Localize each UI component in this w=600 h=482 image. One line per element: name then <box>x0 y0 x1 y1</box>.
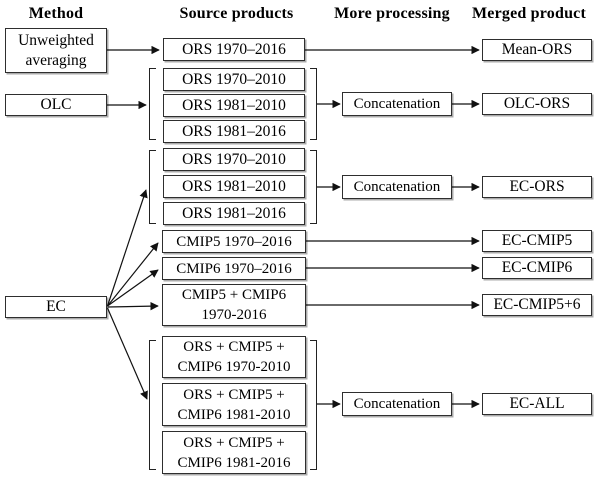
processing-box-concatenation-ec-ors: Concatenation <box>342 175 452 199</box>
method-box-ec: EC <box>5 296 107 318</box>
group-bracket-open-ec-all <box>149 340 156 470</box>
method-box-unweighted-averaging: Unweighted averaging <box>5 28 107 73</box>
arrow-ec-to-cmip6 <box>107 269 159 307</box>
merged-box-ec-ors: EC-ORS <box>482 176 592 198</box>
processing-box-concatenation-ec-all: Concatenation <box>342 392 452 416</box>
source-box-ors-cmip5-cmip6-1981-2010: ORS + CMIP5 + CMIP6 1981-2010 <box>162 383 306 426</box>
source-box-cmip5-cmip6-1970-2016: CMIP5 + CMIP6 1970-2016 <box>162 284 306 326</box>
source-box-ors-cmip5-cmip6-1970-2010: ORS + CMIP5 + CMIP6 1970-2010 <box>162 336 306 378</box>
source-box-ors-1970-2010-ec: ORS 1970–2010 <box>163 148 305 171</box>
source-box-cmip5-1970-2016: CMIP5 1970–2016 <box>162 230 306 253</box>
arrow-ec-to-ors-group <box>106 189 148 307</box>
arrow-ec-to-all-group <box>106 307 148 400</box>
group-bracket-close-ec-all <box>310 340 317 470</box>
column-header-source-products: Source products <box>179 5 294 22</box>
merged-box-ec-cmip6: EC-CMIP6 <box>482 257 592 279</box>
merged-box-ec-cmip5: EC-CMIP5 <box>482 230 592 252</box>
group-bracket-open-ec-ors <box>149 150 156 224</box>
source-box-ors-1970-2010-olc: ORS 1970–2010 <box>163 68 305 91</box>
group-bracket-open-olc-ors <box>149 68 156 140</box>
source-box-ors-1981-2016-olc: ORS 1981–2016 <box>163 120 305 143</box>
column-header-merged-product: Merged product <box>471 5 587 22</box>
source-box-ors-1981-2010-ec: ORS 1981–2010 <box>163 175 305 198</box>
merged-box-ec-cmip5-6: EC-CMIP5+6 <box>482 294 592 316</box>
arrow-ec-to-cmip5 <box>107 242 159 307</box>
merged-box-olc-ors: OLC-ORS <box>482 93 592 115</box>
merged-box-ec-all: EC-ALL <box>482 393 592 415</box>
arrow-ec-to-cmip5-cmip6 <box>107 301 159 311</box>
merged-box-mean-ors: Mean-ORS <box>482 39 592 61</box>
source-box-cmip6-1970-2016: CMIP6 1970–2016 <box>162 257 306 280</box>
source-box-ors-1981-2016-ec: ORS 1981–2016 <box>163 202 305 225</box>
method-box-olc: OLC <box>5 94 107 116</box>
source-box-ors-1970-2016: ORS 1970–2016 <box>163 38 305 61</box>
column-header-more-processing: More processing <box>334 5 450 22</box>
processing-box-concatenation-olc: Concatenation <box>342 92 452 116</box>
source-box-ors-cmip5-cmip6-1981-2016: ORS + CMIP5 + CMIP6 1981-2016 <box>162 431 306 474</box>
group-bracket-close-olc-ors <box>310 68 317 140</box>
column-header-method: Method <box>28 5 84 22</box>
source-box-ors-1981-2010-olc: ORS 1981–2010 <box>163 94 305 117</box>
group-bracket-close-ec-ors <box>310 150 317 224</box>
